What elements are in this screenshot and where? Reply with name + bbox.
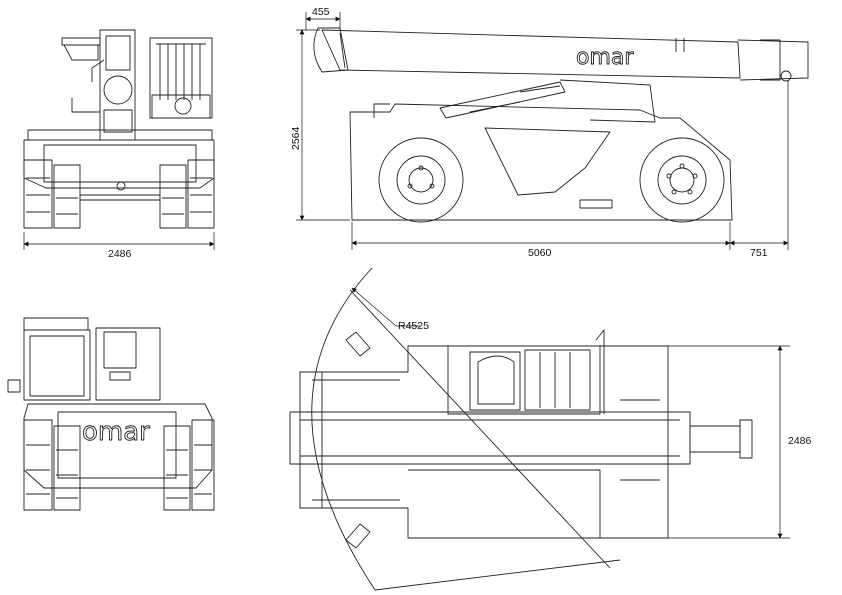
rear-view: omar <box>8 318 214 510</box>
front-width-label: 2486 <box>108 248 132 260</box>
front-view <box>24 30 214 228</box>
side-view <box>314 28 808 222</box>
rear-logo: omar <box>82 417 150 447</box>
turn-radius-label: R4525 <box>398 320 429 332</box>
overall-height-label: 2564 <box>290 126 302 150</box>
rear-overhang-label: 751 <box>750 247 768 259</box>
dimension-lines <box>23 12 790 539</box>
front-overhang-label: 455 <box>312 6 330 18</box>
side-logo: omar <box>576 45 634 70</box>
top-width-label: 2486 <box>788 435 812 447</box>
top-view <box>290 268 752 590</box>
wheelbase-label: 5060 <box>528 247 552 259</box>
